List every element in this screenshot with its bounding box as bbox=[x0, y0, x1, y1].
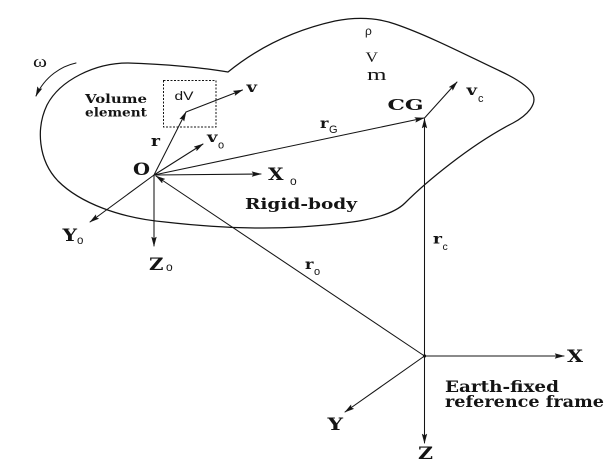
vector-v bbox=[185, 89, 244, 113]
center-of-gravity: r G CG v c bbox=[153, 81, 484, 176]
axis-y-o-subscript: o bbox=[77, 235, 83, 247]
vector-r-c-arrowhead-icon bbox=[421, 118, 428, 129]
vector-v-c bbox=[423, 81, 458, 119]
vector-r-g bbox=[153, 117, 425, 176]
axis-x-o-arrowhead-icon bbox=[251, 171, 262, 177]
cg-label: CG bbox=[388, 96, 424, 114]
vector-r-g-symbol: r bbox=[320, 116, 329, 132]
angular-velocity-symbol: ω bbox=[33, 52, 47, 71]
axis-x-o bbox=[153, 173, 262, 176]
angular-velocity: ω bbox=[33, 52, 77, 97]
volume-element-box-label: dV bbox=[175, 91, 194, 103]
axis-y-o-symbol: Y bbox=[61, 226, 77, 245]
body-frame: O v o X o Y o Z o bbox=[61, 130, 297, 274]
vector-r-o bbox=[155, 175, 426, 357]
volume-element: dV Volume element r v bbox=[84, 80, 259, 176]
vector-r-arrowhead-icon bbox=[179, 111, 187, 122]
vector-v-arrowhead-icon bbox=[232, 89, 244, 96]
vector-v-o-subscript: o bbox=[218, 140, 224, 152]
vector-v-c-subscript: c bbox=[478, 93, 484, 105]
earth-frame-label-line-1: Earth-fixed bbox=[445, 377, 559, 396]
axis-z-label: Z bbox=[418, 444, 433, 463]
axis-z-arrowhead-icon bbox=[421, 433, 428, 444]
angular-velocity-arrow-arrowhead-icon bbox=[35, 86, 43, 97]
vector-v-o-arrowhead-icon bbox=[193, 143, 204, 152]
vector-r-o-arrowhead-icon bbox=[155, 175, 166, 184]
vector-v-c-arrowhead-icon bbox=[448, 81, 458, 91]
volume-element-label-line-1: Volume bbox=[84, 92, 148, 106]
vector-v-o bbox=[153, 143, 204, 176]
earth-origin-point bbox=[422, 354, 427, 358]
volume-element-box bbox=[163, 80, 217, 128]
vector-r-label: r bbox=[151, 132, 161, 150]
axis-z-o-symbol: Z bbox=[149, 255, 164, 274]
volume-symbol: V bbox=[366, 50, 379, 66]
axis-x-arrowhead-icon bbox=[554, 353, 565, 359]
axis-y-o-arrowhead-icon bbox=[89, 214, 100, 223]
vector-v-o-symbol: v bbox=[206, 130, 219, 146]
vector-r bbox=[153, 111, 187, 176]
axis-y-arrowhead-icon bbox=[344, 404, 355, 413]
axis-x-o-symbol: X bbox=[268, 165, 284, 184]
vector-v-label: v bbox=[245, 80, 258, 96]
volume-element-label-line-2: element bbox=[85, 106, 148, 120]
vector-r-o-subscript: o bbox=[314, 266, 320, 278]
axis-y-o bbox=[89, 174, 155, 223]
rigid-body-label: Rigid-body bbox=[245, 195, 359, 213]
vector-r-g-arrowhead-icon bbox=[414, 117, 425, 123]
earth-frame: r o r c X Y Z Earth-fixed reference fram… bbox=[155, 118, 604, 463]
rigid-body-outline bbox=[39, 17, 535, 229]
vector-v-c-symbol: v bbox=[465, 83, 478, 99]
rigid-body: Rigid-body ρ V m bbox=[39, 17, 535, 229]
axis-y bbox=[344, 355, 426, 413]
body-origin-label: O bbox=[133, 160, 150, 179]
axis-z-o-subscript: o bbox=[166, 260, 173, 274]
density-symbol: ρ bbox=[365, 24, 372, 38]
earth-frame-label-line-2: reference frame bbox=[445, 392, 604, 411]
vector-r-c-subscript: c bbox=[443, 241, 448, 253]
axis-z-o-arrowhead-icon bbox=[151, 236, 157, 247]
vector-r-g-subscript: G bbox=[329, 124, 338, 136]
axis-y-label: Y bbox=[326, 415, 343, 434]
vector-r-c-symbol: r bbox=[433, 232, 443, 248]
vector-r-o-symbol: r bbox=[305, 257, 314, 273]
mass-symbol: m bbox=[367, 65, 387, 84]
axis-x-label: X bbox=[567, 347, 583, 366]
axis-x-o-subscript: o bbox=[290, 174, 297, 188]
